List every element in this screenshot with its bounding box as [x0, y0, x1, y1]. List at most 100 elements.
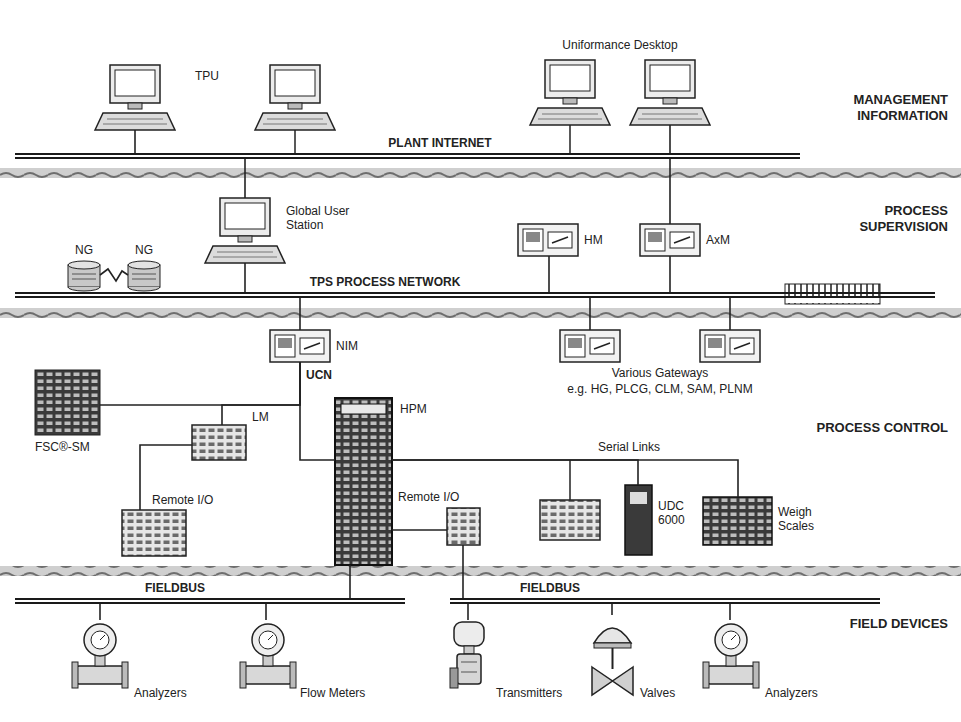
device-label: Valves	[640, 686, 675, 700]
device-label: Uniformance Desktop	[562, 38, 677, 52]
analyzer-icon	[72, 624, 128, 688]
network-link	[467, 604, 469, 620]
network-link	[299, 298, 301, 330]
level-title: MANAGEMENT INFORMATION	[808, 92, 948, 125]
controller-icon	[625, 485, 652, 555]
device-label: NG	[135, 243, 153, 257]
network-terminal	[785, 284, 880, 304]
module-icon	[270, 330, 330, 362]
device-label: Analyzers	[765, 686, 818, 700]
device-label: Analyzers	[134, 686, 187, 700]
controller-node: UDC 6000	[625, 485, 652, 555]
rack-node: FSC®-SM	[35, 370, 100, 435]
module-node: HM	[518, 224, 578, 256]
controller-display	[630, 492, 647, 504]
fieldbus: FIELDBUS	[15, 598, 405, 604]
device-label: UDC 6000	[658, 499, 698, 528]
network-link	[222, 362, 300, 425]
device-label: LM	[252, 410, 269, 424]
serial-device-icon	[540, 500, 600, 540]
device-node: Flow Meters	[240, 620, 296, 688]
device-note: e.g. HG, PLCG, CLM, SAM, PLNM	[567, 382, 752, 396]
network-drop	[294, 130, 296, 153]
station-icon	[205, 198, 285, 263]
computer-icon	[255, 65, 335, 130]
cabinet-node: HPM	[335, 398, 392, 565]
level-title: FIELD DEVICES	[808, 616, 948, 632]
device-node: Analyzers	[72, 620, 128, 688]
module-icon	[700, 330, 760, 362]
level-title: PROCESS CONTROL	[808, 420, 948, 436]
level-band	[0, 566, 961, 576]
device-label: HPM	[400, 402, 427, 416]
device-label: Various Gateways	[612, 366, 709, 380]
bus-label: TPS PROCESS NETWORK	[307, 275, 464, 289]
network-link	[589, 298, 591, 330]
analyzer-icon	[703, 624, 759, 688]
module-node: AxM	[640, 224, 700, 256]
level-title: PROCESS SUPERVISION	[808, 203, 948, 236]
network-link	[244, 263, 246, 292]
bus-label: PLANT INTERNET	[385, 136, 494, 150]
network-link	[669, 256, 671, 292]
io-rack-icon	[122, 510, 186, 556]
bus-label: FIELDBUS	[142, 581, 208, 595]
device-node: Valves	[590, 615, 635, 695]
io-node: Remote I/O	[122, 510, 186, 556]
computer-node: TPU	[95, 65, 175, 130]
device-label: FSC®-SM	[35, 440, 90, 454]
flowmeter-icon	[240, 624, 296, 688]
device-label: NG	[75, 243, 93, 257]
device-label: Remote I/O	[152, 493, 213, 507]
module-node: NIM	[270, 330, 330, 362]
io-node: Remote I/O	[447, 508, 480, 545]
link-name: Serial Links	[598, 440, 660, 454]
network-link	[548, 256, 550, 292]
network-link	[392, 529, 447, 531]
network-link	[100, 269, 128, 281]
network-link	[669, 125, 671, 153]
station-node: Global User Station	[210, 198, 280, 263]
gateway-node: NG	[68, 260, 100, 290]
valve-icon	[592, 628, 633, 695]
network-link	[349, 565, 351, 598]
fieldbus: FIELDBUS	[450, 598, 880, 604]
computer-icon	[95, 65, 175, 130]
transmitter-icon	[450, 622, 484, 688]
bus-label: FIELDBUS	[517, 581, 583, 595]
gateway-node: NG	[128, 260, 160, 290]
cabinet-icon	[335, 398, 392, 565]
network-link	[134, 130, 136, 153]
network-drop	[569, 125, 571, 153]
network-link	[99, 604, 101, 620]
cabinet-panel	[341, 404, 386, 414]
device-node: Analyzers	[703, 620, 759, 688]
scale-node: Weigh Scales	[703, 497, 772, 545]
device-node: Transmitters	[448, 620, 490, 688]
device-label: Transmitters	[496, 686, 562, 700]
network-bus: PLANT INTERNET	[15, 153, 800, 159]
network-link	[669, 159, 671, 224]
gateway-cylinder	[128, 261, 160, 291]
controller-icon	[192, 425, 246, 460]
device-label: HM	[584, 233, 603, 247]
network-link	[100, 362, 300, 405]
gateway-group: Various Gatewayse.g. HG, PLCG, CLM, SAM,…	[560, 330, 760, 362]
module-icon	[560, 330, 620, 362]
network-link	[729, 604, 731, 620]
network-link	[611, 604, 613, 615]
serial-drop	[569, 460, 571, 500]
network-link	[729, 298, 731, 330]
network-link	[300, 362, 335, 460]
io-rack-icon	[447, 508, 480, 545]
rack-icon	[35, 370, 100, 435]
device-label: TPU	[195, 69, 219, 83]
module-icon	[518, 224, 578, 256]
network-link	[462, 545, 464, 598]
module-icon	[640, 224, 700, 256]
level-band	[0, 168, 961, 178]
device-label: NIM	[336, 339, 358, 353]
